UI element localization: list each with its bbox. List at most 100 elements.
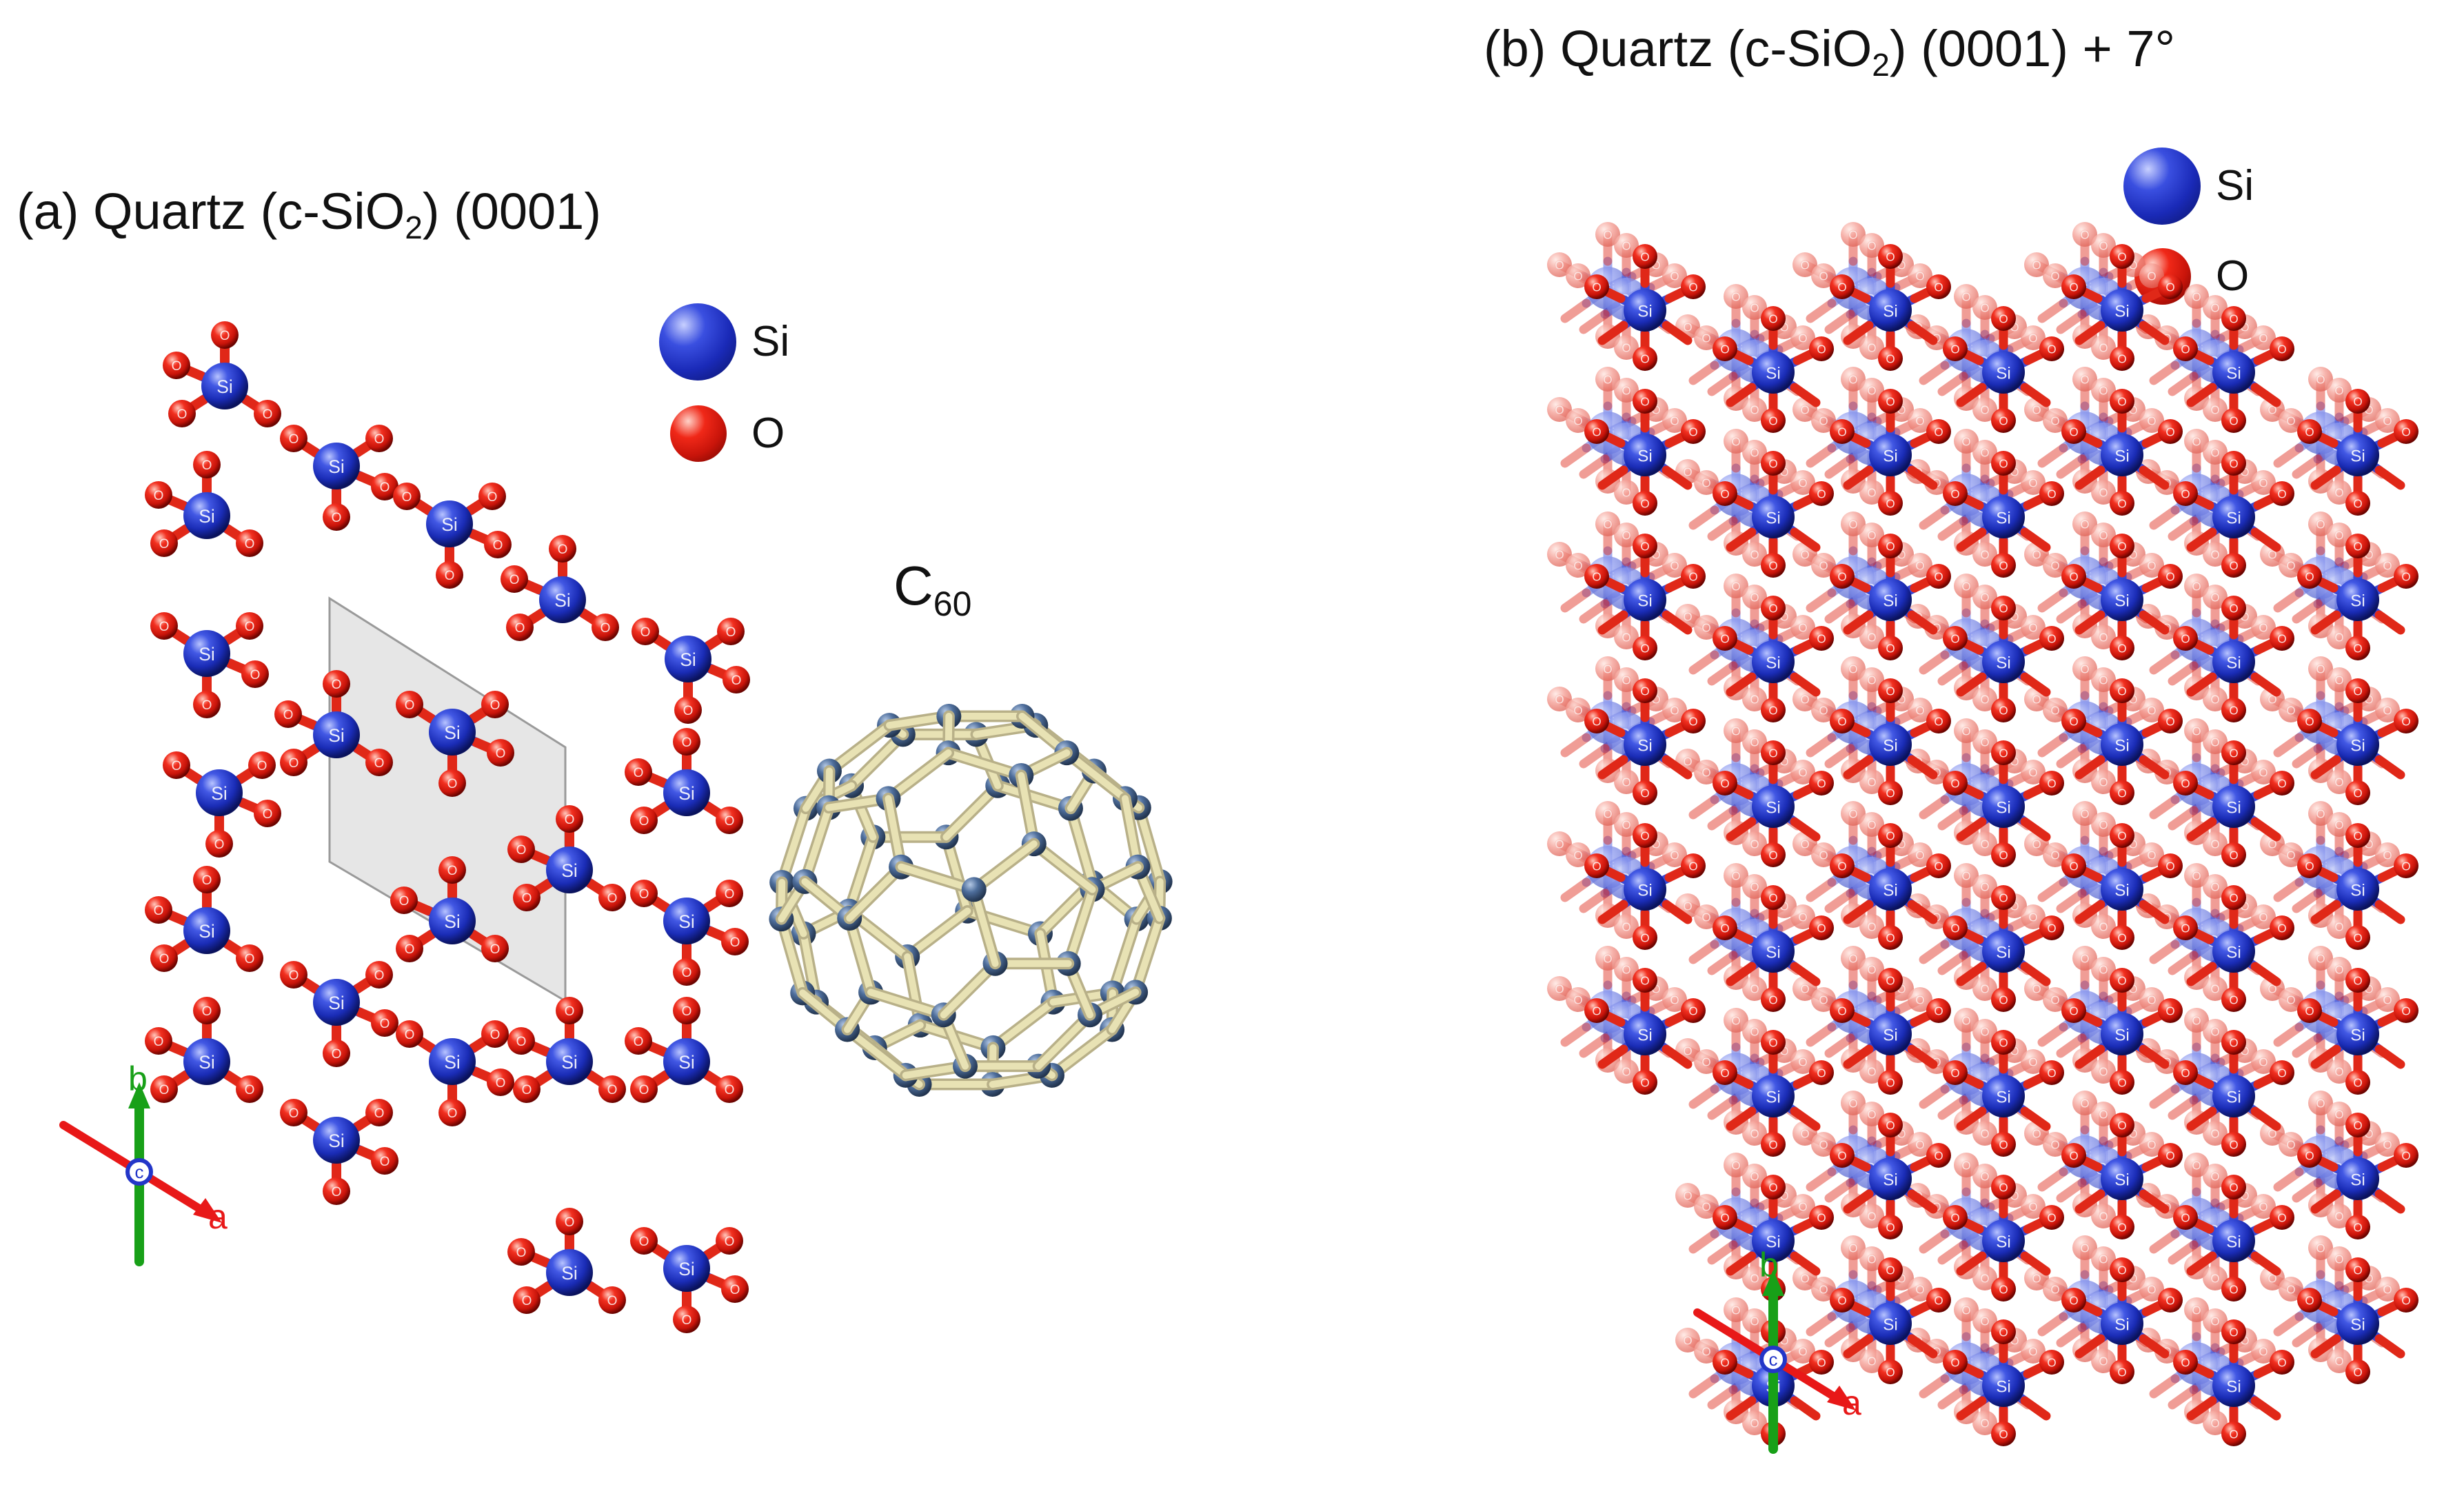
si-atom-label: Si: [1637, 1026, 1653, 1044]
o-atom: [1547, 976, 1572, 1001]
o-atom-label: O: [2210, 1315, 2219, 1328]
si-atom-label: Si: [1637, 881, 1653, 900]
o-atom-label: O: [496, 747, 506, 761]
o-atom-label: O: [1934, 425, 1943, 438]
o-atom-label: O: [2334, 486, 2343, 499]
o-atom: [625, 1027, 652, 1055]
o-atom: [1841, 1091, 1866, 1115]
o-atom: [673, 958, 700, 986]
o-atom-label: O: [1886, 352, 1895, 365]
o-atom-label: O: [2147, 1283, 2156, 1296]
bond: [2037, 1022, 2068, 1047]
c60-bond: [1135, 804, 1164, 885]
o-atom: [365, 425, 393, 452]
si-atom: [539, 576, 586, 623]
o-atom-label: O: [2353, 1221, 2362, 1234]
o-atom-label: O: [250, 668, 261, 682]
o-atom-label: O: [726, 625, 736, 640]
o-atom-label: O: [1573, 849, 1582, 862]
o-atom-label: O: [1731, 1304, 1740, 1317]
si-atom-label: Si: [1883, 591, 1898, 610]
o-atom: [168, 400, 196, 427]
o-atom-label: O: [154, 904, 164, 918]
o-atom-label: O: [2069, 860, 2078, 873]
bond: [2374, 610, 2405, 635]
si-atom-label: Si: [2114, 1026, 2130, 1044]
o-atom: [592, 614, 619, 641]
o-atom-label: O: [1980, 880, 1989, 893]
bond: [2020, 383, 2051, 407]
o-atom-label: O: [1886, 685, 1895, 698]
o-atom: [390, 887, 418, 914]
o-atom-label: O: [1950, 1066, 1959, 1080]
o-atom-label: O: [2210, 548, 2219, 561]
o-atom-label: O: [1622, 818, 1630, 831]
o-atom-label: O: [1999, 559, 2008, 572]
o-atom-label: O: [2277, 632, 2286, 645]
o-atom: [513, 1286, 541, 1314]
o-atom: [484, 531, 512, 558]
o-atom-label: O: [2383, 849, 2392, 862]
o-atom-label: O: [2181, 1066, 2190, 1080]
bond: [1919, 650, 1950, 675]
o-atom-label: O: [2181, 1356, 2190, 1369]
o-atom-label: O: [565, 1004, 575, 1019]
o-atom-label: O: [1915, 559, 1924, 572]
o-atom: [598, 1075, 626, 1103]
o-atom-label: O: [2181, 487, 2190, 500]
o-atom-label: O: [2286, 414, 2295, 427]
o-atom-label: O: [2099, 920, 2108, 933]
o-atom-label: O: [2192, 1014, 2201, 1027]
o-atom-label: O: [1603, 807, 1612, 820]
o-atom-label: O: [2099, 529, 2108, 542]
c60-carbon-atom: [961, 877, 987, 902]
o-atom-label: O: [1720, 777, 1729, 790]
o-atom: [1954, 574, 1979, 598]
o-atom-label: O: [2210, 880, 2219, 893]
o-atom-label: O: [2147, 414, 2156, 427]
bond: [1688, 940, 1719, 964]
o-atom-label: O: [2032, 403, 2041, 416]
o-atom: [507, 1027, 535, 1055]
bond: [2020, 1106, 2051, 1131]
o-atom-label: O: [1837, 570, 1846, 583]
o-atom-label: O: [682, 1313, 692, 1328]
o-atom-label: O: [1573, 559, 1582, 572]
o-atom-label: O: [245, 537, 255, 551]
o-atom-label: O: [2334, 776, 2343, 789]
o-atom: [1595, 511, 1620, 536]
o-atom-label: O: [2353, 1264, 2362, 1277]
o-atom-label: O: [1848, 952, 1857, 965]
si-atom: [663, 769, 710, 816]
o-atom-label: O: [1980, 446, 1989, 459]
o-atom-label: O: [2383, 1138, 2392, 1151]
o-atom-label: O: [1848, 373, 1857, 386]
o-atom-label: O: [1800, 1272, 1809, 1285]
si-atom-label: Si: [2350, 1315, 2365, 1334]
o-atom-label: O: [1768, 849, 1777, 862]
o-atom-label: O: [1886, 395, 1895, 408]
o-atom: [598, 884, 626, 911]
o-atom: [163, 352, 190, 379]
si-atom-label: Si: [199, 1052, 215, 1073]
o-atom: [145, 1027, 172, 1055]
o-atom-label: O: [2305, 425, 2314, 438]
o-atom-label: O: [1819, 1138, 1828, 1151]
o-atom-label: O: [1980, 982, 1989, 995]
o-atom-label: O: [1688, 715, 1697, 728]
si-atom: [429, 898, 476, 944]
o-atom-label: O: [2316, 807, 2325, 820]
o-atom-label: O: [1961, 1304, 1970, 1317]
bond: [1790, 1396, 1821, 1421]
o-atom-label: O: [1768, 1036, 1777, 1049]
o-atom: [1724, 1297, 1748, 1322]
si-atom-label: Si: [216, 376, 233, 397]
o-atom-label: O: [2229, 1283, 2238, 1296]
o-atom-label: O: [2047, 487, 2056, 500]
o-atom-label: O: [516, 843, 527, 858]
o-atom-label: O: [2401, 425, 2410, 438]
o-atom-label: O: [1999, 457, 2008, 470]
o-atom-label: O: [1750, 880, 1759, 893]
si-atom-label: Si: [2226, 654, 2241, 672]
o-atom-label: O: [1592, 425, 1601, 438]
